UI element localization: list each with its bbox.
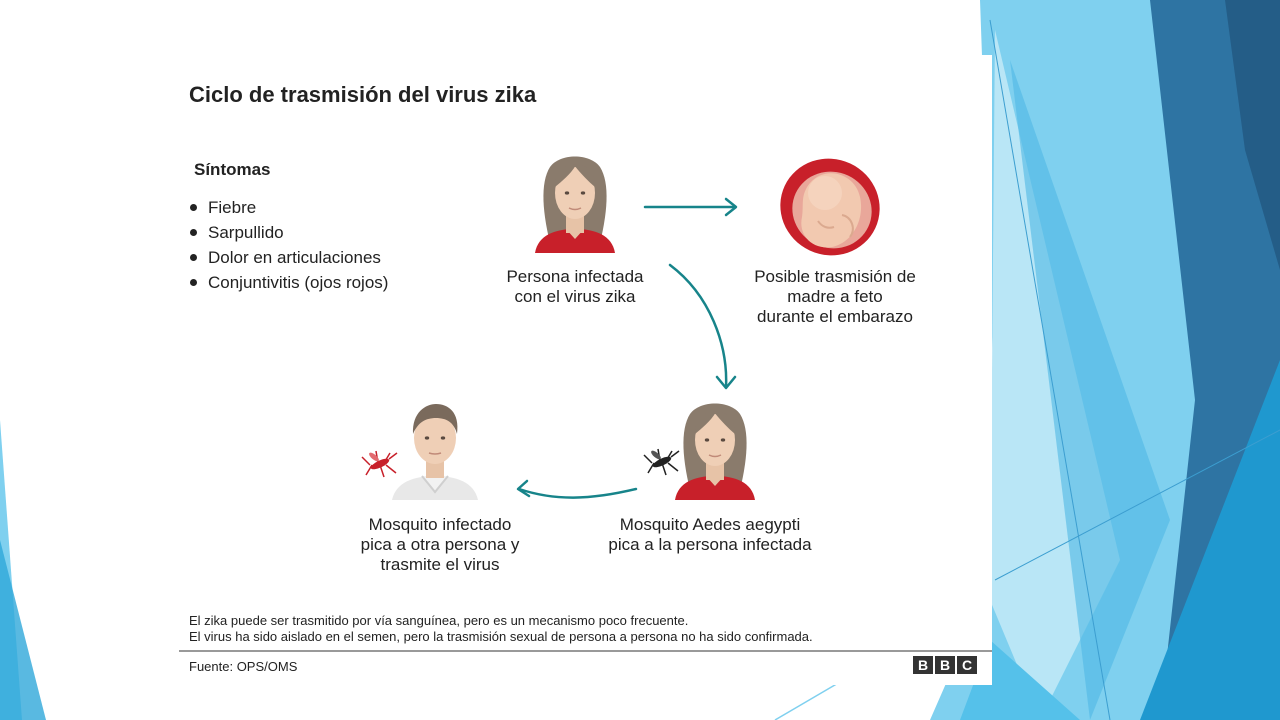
symptom-item: Fiebre xyxy=(190,195,388,220)
infected-person-caption: Persona infectada con el virus zika xyxy=(506,267,644,306)
infographic-card: Ciclo de trasmisión del virus zika Sínto… xyxy=(170,55,992,685)
arrow-head-left xyxy=(516,479,531,498)
bullet-icon xyxy=(190,229,197,236)
arrow-head-right xyxy=(724,197,738,217)
arrow-head-down xyxy=(715,375,737,390)
bitten-woman-icon xyxy=(675,403,755,500)
black-mosquito-icon xyxy=(643,448,680,476)
footnotes: El zika puede ser trasmitido por vía san… xyxy=(189,613,813,644)
fetus-icon xyxy=(780,158,880,256)
mosquito-bite-caption: Mosquito Aedes aegypti pica a la persona… xyxy=(608,515,812,554)
symptoms-title: Síntomas xyxy=(194,160,271,179)
symptom-item: Sarpullido xyxy=(190,220,388,245)
symptom-item: Conjuntivitis (ojos rojos) xyxy=(190,270,388,295)
arrow-to-other-person xyxy=(517,487,638,499)
logo-letter: B xyxy=(913,656,933,674)
bullet-icon xyxy=(190,204,197,211)
symptom-item: Dolor en articulaciones xyxy=(190,245,388,270)
divider xyxy=(179,650,992,652)
infographic-title: Ciclo de trasmisión del virus zika xyxy=(189,82,537,107)
bbc-logo: B B C xyxy=(913,656,977,674)
bullet-icon xyxy=(190,279,197,286)
bullet-icon xyxy=(190,254,197,261)
logo-letter: B xyxy=(935,656,955,674)
cycle-arrows xyxy=(516,197,738,499)
arrow-to-mosquito-bite xyxy=(668,263,728,389)
source-text: Fuente: OPS/OMS xyxy=(189,659,298,674)
infected-mosquito-caption: Mosquito infectado pica a otra persona y… xyxy=(360,515,520,574)
logo-letter: C xyxy=(957,656,977,674)
red-mosquito-icon xyxy=(361,450,398,478)
fetus-caption: Posible trasmisión de madre a feto duran… xyxy=(754,267,916,326)
symptoms-list: Fiebre Sarpullido Dolor en articulacione… xyxy=(190,195,388,295)
infected-woman-icon xyxy=(535,156,615,253)
man-icon xyxy=(392,404,478,500)
